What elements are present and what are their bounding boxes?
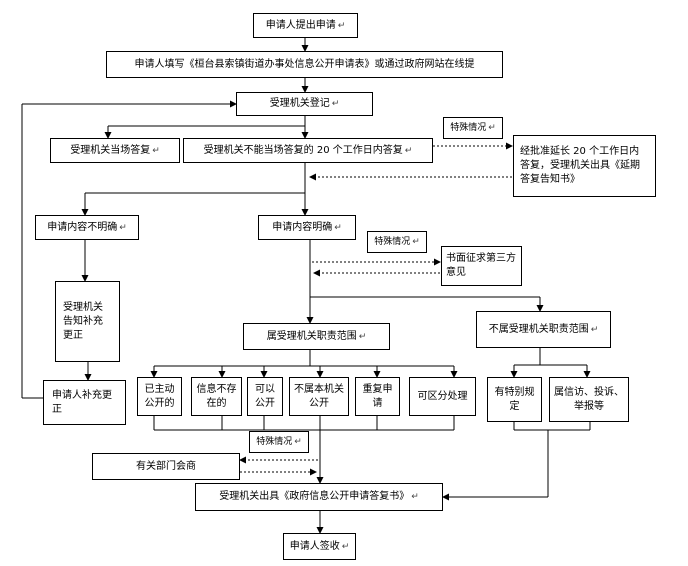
option-not-public-node: 不属本机关公开 bbox=[289, 377, 349, 416]
out-scope-text: 不属受理机关职责范围 bbox=[488, 323, 589, 335]
content-unclear-node: 申请内容不明确↵ bbox=[35, 215, 139, 240]
paragraph-mark-icon: ↵ bbox=[341, 541, 350, 552]
option-partial-text: 可区分处理 bbox=[417, 390, 468, 402]
extend-text: 经批准延长 20 个工作日内答复，受理机关出具《延期答复告知书》 bbox=[520, 146, 640, 185]
notify-supplement-text: 受理机关告知补充更正 bbox=[63, 301, 103, 341]
third-party-text: 书面征求第三方意见 bbox=[446, 253, 516, 278]
content-unclear-text: 申请内容不明确 bbox=[47, 221, 118, 233]
option-petition-node: 属信访、投诉、举报等 bbox=[549, 377, 629, 422]
option-petition-text: 属信访、投诉、举报等 bbox=[554, 386, 624, 412]
issue-reply-text: 受理机关出具《政府信息公开申请答复书》 bbox=[219, 491, 410, 502]
option-special-rule-text: 有特别规定 bbox=[494, 386, 535, 412]
paragraph-mark-icon: ↵ bbox=[119, 222, 127, 233]
option-can-publish-node: 可以公开 bbox=[247, 377, 283, 416]
paragraph-mark-icon: ↵ bbox=[152, 145, 160, 156]
notify-supplement-node: 受理机关告知补充更正 bbox=[55, 281, 120, 362]
paragraph-mark-icon: ↵ bbox=[337, 20, 346, 31]
paragraph-mark-icon: ↵ bbox=[334, 222, 342, 233]
reply-20-days-node: 受理机关不能当场答复的 20 个工作日内答复↵ bbox=[183, 138, 433, 163]
fill-form-text: 申请人填写《桓台县索镇街道办事处信息公开申请表》或通过政府网站在线提 bbox=[134, 58, 475, 70]
paragraph-mark-icon: ↵ bbox=[331, 99, 340, 109]
reply-on-spot-text: 受理机关当场答复 bbox=[70, 144, 151, 156]
option-repeat-node: 重复申请 bbox=[355, 377, 400, 416]
third-party-node: 书面征求第三方意见 bbox=[441, 246, 522, 286]
option-special-rule-node: 有特别规定 bbox=[487, 377, 542, 422]
option-repeat-text: 重复申请 bbox=[362, 383, 393, 409]
paragraph-mark-icon: ↵ bbox=[404, 145, 413, 156]
reply-20-days-text: 受理机关不能当场答复的 20 个工作日内答复 bbox=[203, 144, 403, 156]
out-scope-node: 不属受理机关职责范围↵ bbox=[476, 311, 611, 348]
consult-text: 有关部门会商 bbox=[136, 460, 196, 472]
option-not-public-text: 不属本机关公开 bbox=[294, 383, 344, 409]
special-case-3-text: 特殊情况 bbox=[256, 437, 293, 447]
special-case-3-node: 特殊情况↵ bbox=[249, 431, 309, 453]
issue-reply-node: 受理机关出具《政府信息公开申请答复书》↵ bbox=[195, 483, 443, 511]
special-case-1-node: 特殊情况↵ bbox=[443, 117, 503, 139]
content-clear-text: 申请内容明确 bbox=[272, 221, 333, 233]
paragraph-mark-icon: ↵ bbox=[590, 324, 599, 335]
in-scope-node: 属受理机关职责范围↵ bbox=[243, 323, 390, 350]
content-clear-node: 申请内容明确↵ bbox=[258, 215, 356, 240]
paragraph-mark-icon: ↵ bbox=[411, 492, 419, 502]
option-partial-node: 可区分处理 bbox=[409, 377, 476, 416]
in-scope-text: 属受理机关职责范围 bbox=[266, 330, 357, 342]
paragraph-mark-icon: ↵ bbox=[358, 331, 367, 342]
option-not-exist-text: 信息不存在的 bbox=[196, 383, 237, 409]
paragraph-mark-icon: ↵ bbox=[294, 437, 302, 447]
paragraph-mark-icon: ↵ bbox=[412, 237, 420, 247]
reply-on-spot-node: 受理机关当场答复↵ bbox=[50, 138, 180, 163]
fill-form-node: 申请人填写《桓台县索镇街道办事处信息公开申请表》或通过政府网站在线提 bbox=[106, 51, 503, 78]
option-not-exist-node: 信息不存在的 bbox=[191, 377, 242, 416]
option-published-text: 已主动公开的 bbox=[144, 383, 175, 409]
special-case-2-node: 特殊情况↵ bbox=[367, 231, 427, 253]
extend-node: 经批准延长 20 个工作日内答复，受理机关出具《延期答复告知书》 bbox=[513, 135, 656, 197]
sign-node: 申请人签收↵ bbox=[283, 533, 356, 560]
special-case-2-text: 特殊情况 bbox=[374, 237, 411, 247]
option-published-node: 已主动公开的 bbox=[137, 377, 182, 416]
supplement-text: 申请人补充更正 bbox=[52, 389, 112, 415]
register-text: 受理机关登记 bbox=[269, 98, 330, 109]
sign-text: 申请人签收 bbox=[289, 540, 340, 552]
supplement-node: 申请人补充更正 bbox=[43, 380, 126, 425]
option-can-publish-text: 可以公开 bbox=[255, 383, 275, 409]
start-text: 申请人提出申请 bbox=[265, 19, 336, 31]
register-node: 受理机关登记↵ bbox=[236, 92, 373, 116]
special-case-1-text: 特殊情况 bbox=[450, 123, 487, 133]
start-node: 申请人提出申请↵ bbox=[253, 13, 358, 38]
consult-node: 有关部门会商 bbox=[92, 453, 240, 480]
paragraph-mark-icon: ↵ bbox=[488, 123, 496, 133]
